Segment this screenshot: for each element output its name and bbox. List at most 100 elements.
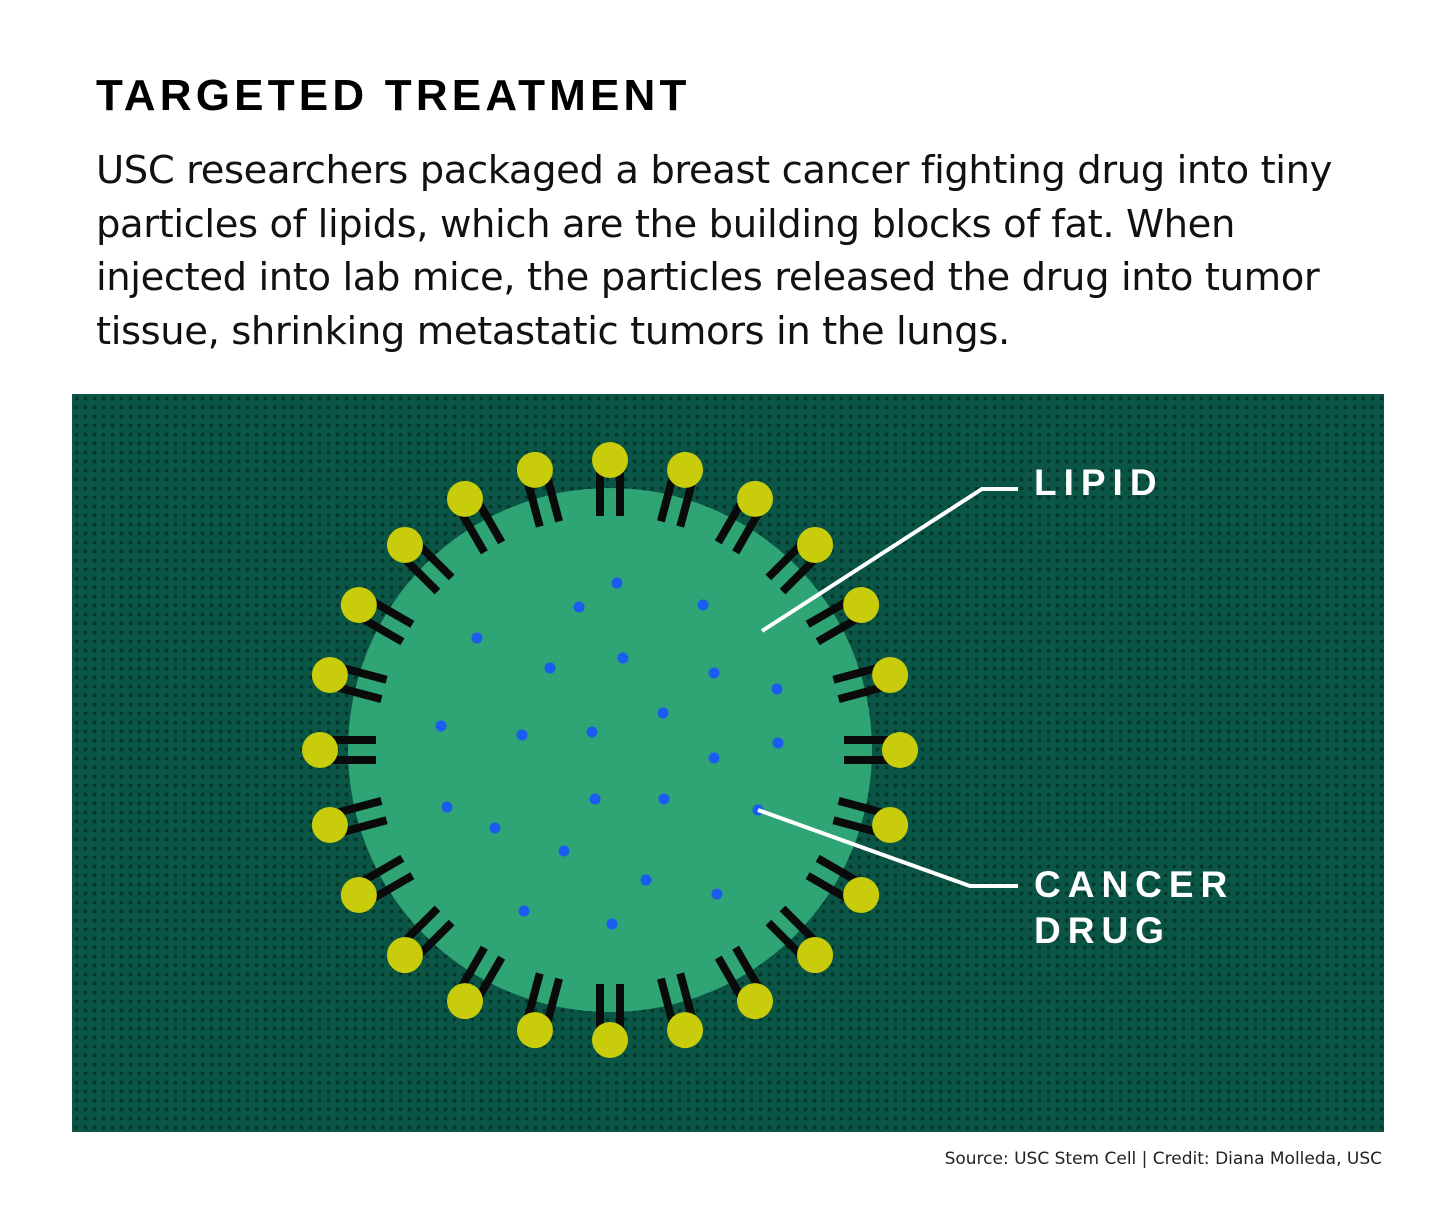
lipid-tail — [543, 477, 563, 523]
lipid-leader-line — [760, 487, 1018, 633]
lipid-tail — [524, 972, 544, 1017]
lipid-label: LIPID — [1034, 462, 1164, 503]
drug-dot — [558, 845, 570, 857]
lipid-head — [843, 877, 880, 913]
lipid-tail — [676, 483, 696, 528]
drug-dot — [471, 632, 483, 644]
drug-dot — [772, 737, 784, 749]
lipid-tail — [476, 502, 506, 545]
drug-dot — [611, 577, 623, 589]
lipid-molecule — [805, 587, 880, 646]
drug-dot — [544, 662, 556, 674]
lipid-tail — [832, 664, 877, 684]
lipid-tail — [337, 683, 383, 703]
lipid-head — [667, 451, 704, 488]
lipid-molecule — [447, 480, 506, 555]
lipid-tail — [417, 919, 455, 957]
lipid-head — [592, 1022, 628, 1058]
drug-dot — [640, 874, 652, 886]
lipid-molecule — [447, 945, 506, 1020]
lipid-head — [447, 480, 483, 517]
lipid-head — [386, 937, 423, 974]
lipid-head — [447, 983, 483, 1020]
drug-dot — [606, 918, 618, 930]
drug-dot — [657, 707, 669, 719]
cancer-drug-label-line2: DRUG — [1034, 910, 1171, 951]
lipid-molecule — [340, 854, 415, 913]
lipid-head — [311, 807, 348, 844]
lipid-molecule — [592, 984, 628, 1058]
lipid-tail — [403, 905, 441, 943]
drug-dot — [589, 793, 601, 805]
lipid-tail — [524, 483, 544, 528]
lipid-head — [386, 526, 423, 563]
lipid-molecule — [311, 656, 388, 703]
drug-dot — [697, 599, 709, 611]
particle-core — [348, 488, 872, 1012]
lipid-head — [516, 1012, 553, 1049]
cancer-drug-label-line1: CANCER — [1034, 864, 1235, 905]
drug-dot — [518, 905, 530, 917]
lipid-tail — [837, 797, 883, 817]
lipid-molecule — [516, 451, 563, 528]
lipid-tail — [732, 512, 762, 555]
lipid-head — [340, 587, 377, 623]
lipid-tail — [765, 919, 803, 957]
lipid-tail — [779, 905, 817, 943]
lipid-molecule — [657, 451, 704, 528]
lipid-tail — [458, 512, 488, 555]
lipid-molecule — [832, 656, 909, 703]
lipid-tail — [337, 797, 383, 817]
lipid-layer — [302, 442, 918, 1058]
cancer-drug-label: CANCER DRUG — [1034, 862, 1234, 954]
lipid-tail — [837, 683, 883, 703]
lipid-molecule — [592, 442, 628, 516]
lipid-head — [843, 587, 880, 623]
lipid-head — [516, 451, 553, 488]
lipid-tail — [832, 816, 877, 836]
lipid-tail — [765, 543, 803, 581]
source-credit: Source: USC Stem Cell | Credit: Diana Mo… — [944, 1149, 1382, 1169]
lipid-tail — [343, 816, 388, 836]
lipid-head — [667, 1012, 704, 1049]
lipid-molecule — [386, 905, 455, 974]
lipid-molecule — [765, 905, 834, 974]
lipid-head — [797, 937, 834, 974]
drug-dot — [441, 801, 453, 813]
lipid-molecule — [302, 732, 376, 768]
lipid-tail — [779, 557, 817, 595]
lipid-tail — [815, 616, 858, 646]
lipid-tail — [714, 955, 744, 998]
headline: TARGETED TREATMENT — [96, 71, 691, 120]
lipid-tail — [372, 598, 415, 628]
lipid-tail — [657, 977, 677, 1023]
lipid-nanoparticle-diagram: LIPID CANCER DRUG — [72, 394, 1384, 1132]
drug-leader-line — [757, 808, 1018, 888]
lipid-tail — [458, 945, 488, 988]
lipid-head — [302, 732, 338, 768]
lipid-molecule — [311, 797, 388, 844]
nanoparticle-illustration — [302, 442, 1018, 1058]
lipid-molecule — [340, 587, 415, 646]
lipid-head — [737, 480, 773, 517]
drug-dot — [573, 601, 585, 613]
lipid-tail — [676, 972, 696, 1017]
lipid-tail — [417, 543, 455, 581]
lipid-tail — [372, 872, 415, 902]
lipid-tail — [362, 854, 405, 884]
drug-dot — [711, 888, 723, 900]
lipid-tail — [815, 854, 858, 884]
lipid-tail — [476, 955, 506, 998]
lipid-tail — [403, 557, 441, 595]
lipid-tail — [732, 945, 762, 988]
lipid-head — [872, 807, 909, 844]
lipid-tail — [362, 616, 405, 646]
lipid-molecule — [832, 797, 909, 844]
lipid-head — [311, 656, 348, 693]
lipid-tail — [543, 977, 563, 1023]
drug-dot — [708, 752, 720, 764]
drug-dots — [435, 577, 784, 930]
lipid-head — [592, 442, 628, 478]
lipid-head — [737, 983, 773, 1020]
lipid-head — [872, 656, 909, 693]
